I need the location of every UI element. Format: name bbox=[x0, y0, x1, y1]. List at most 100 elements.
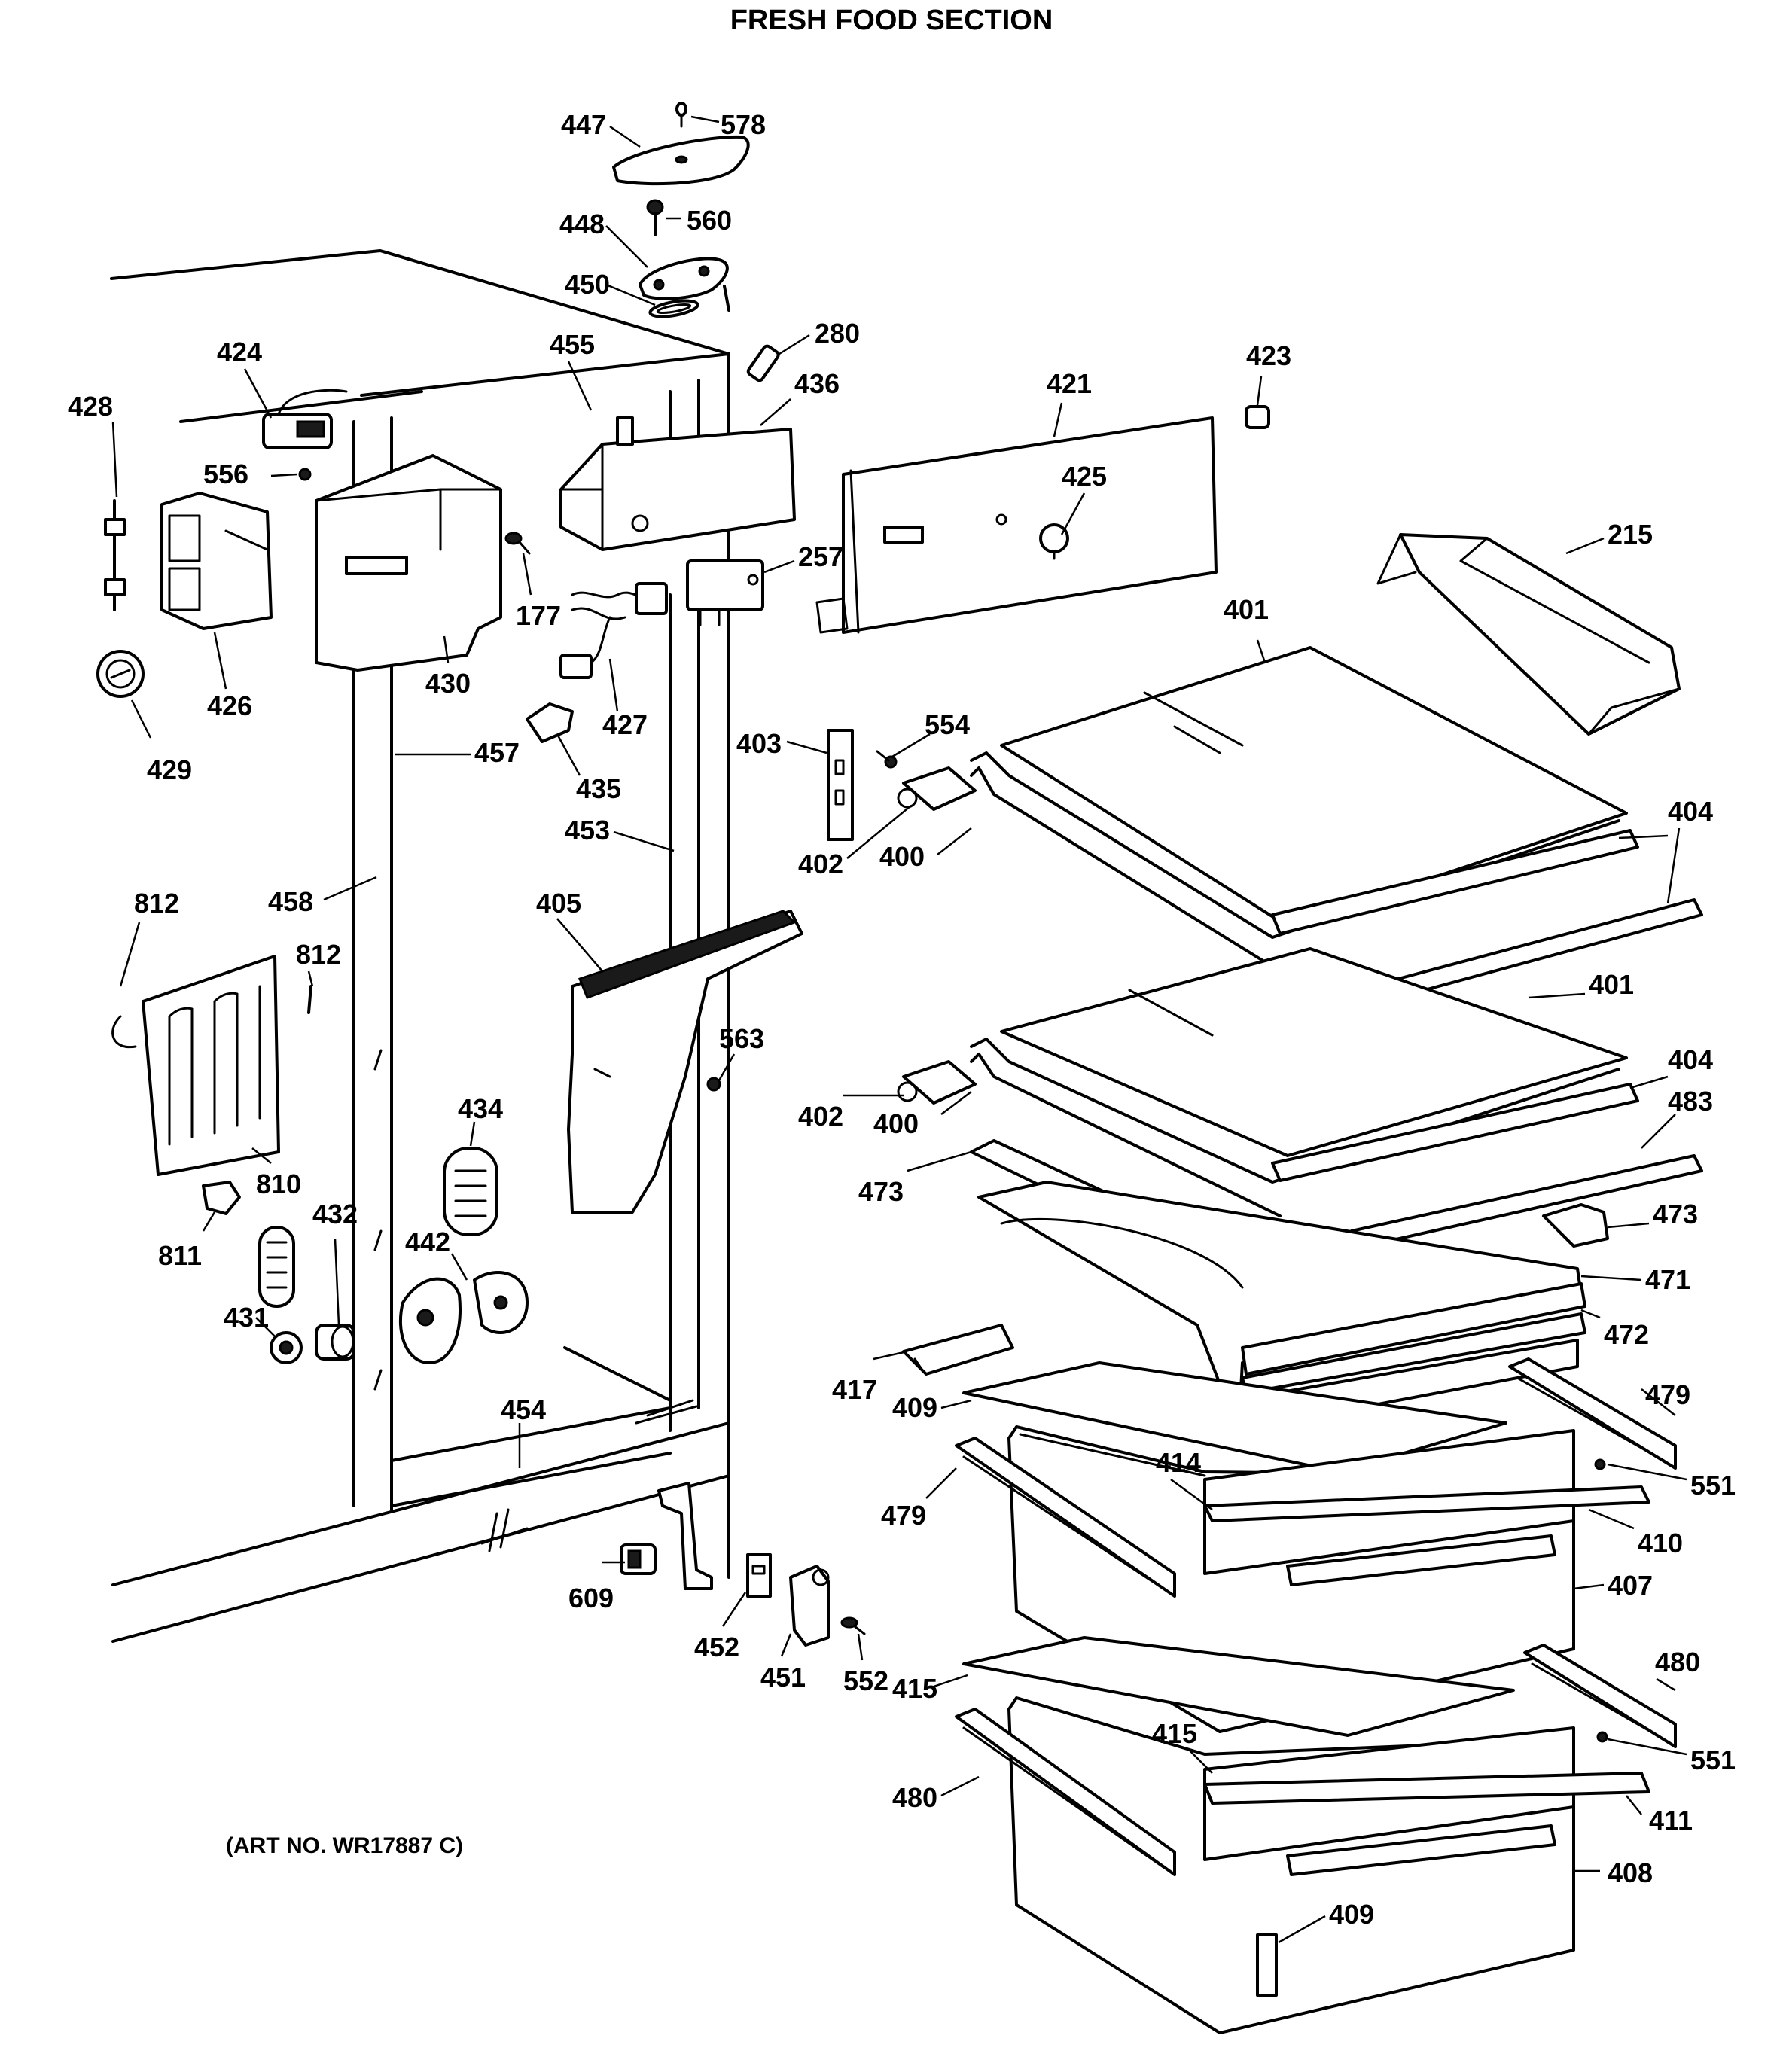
screw-554 bbox=[876, 750, 898, 769]
label-471: 471 bbox=[1645, 1264, 1690, 1295]
label-404-middle: 404 bbox=[1668, 1044, 1713, 1075]
button-434 bbox=[443, 1147, 498, 1236]
label-408: 408 bbox=[1608, 1857, 1653, 1888]
upper-shelf bbox=[897, 646, 1703, 1010]
label-609: 609 bbox=[568, 1583, 614, 1613]
shim-452 bbox=[746, 1553, 772, 1598]
timer-257 bbox=[686, 559, 764, 626]
label-479-left: 479 bbox=[881, 1500, 926, 1531]
label-429: 429 bbox=[147, 754, 192, 785]
light-socket-428 bbox=[104, 499, 126, 611]
label-812-left: 812 bbox=[134, 888, 179, 919]
label-483: 483 bbox=[1668, 1086, 1713, 1117]
knob-425 bbox=[1039, 523, 1069, 560]
label-479-right: 479 bbox=[1645, 1379, 1690, 1410]
label-454: 454 bbox=[501, 1394, 546, 1425]
label-257: 257 bbox=[798, 541, 843, 572]
label-556: 556 bbox=[203, 459, 248, 489]
screw-551-b bbox=[1596, 1731, 1608, 1743]
label-563: 563 bbox=[719, 1023, 764, 1054]
hinge-bracket-448 bbox=[639, 257, 730, 312]
label-812-right: 812 bbox=[296, 939, 341, 970]
screw-177 bbox=[504, 532, 531, 555]
label-415-right: 415 bbox=[1152, 1718, 1197, 1749]
light-lens-431 bbox=[258, 1226, 303, 1364]
bin-215 bbox=[1376, 533, 1681, 736]
label-403: 403 bbox=[736, 728, 782, 759]
label-425: 425 bbox=[1062, 461, 1107, 492]
label-455: 455 bbox=[550, 329, 595, 360]
label-402-middle: 402 bbox=[798, 1101, 843, 1132]
clip-812 bbox=[307, 985, 312, 1014]
label-554: 554 bbox=[925, 709, 970, 740]
diagram-title: FRESH FOOD SECTION bbox=[730, 5, 1053, 36]
label-434: 434 bbox=[458, 1093, 503, 1124]
label-410: 410 bbox=[1638, 1528, 1683, 1559]
mullion-cover-447 bbox=[612, 135, 750, 186]
label-400-upper: 400 bbox=[879, 841, 925, 872]
label-415-left: 415 bbox=[892, 1673, 937, 1704]
label-414: 414 bbox=[1156, 1447, 1201, 1478]
label-404-upper: 404 bbox=[1668, 796, 1713, 827]
leader-lines bbox=[111, 115, 1687, 1944]
wiring-harness-427 bbox=[559, 582, 668, 679]
screw-560 bbox=[646, 199, 664, 236]
part-labels: 447 578 448 560 450 280 423 421 424 455 … bbox=[68, 109, 1736, 1930]
label-424: 424 bbox=[217, 337, 262, 367]
cam-609 bbox=[620, 1543, 657, 1575]
label-451: 451 bbox=[760, 1662, 806, 1693]
label-215: 215 bbox=[1608, 519, 1653, 550]
label-426: 426 bbox=[207, 690, 252, 721]
label-402-upper: 402 bbox=[798, 849, 843, 879]
label-480-left: 480 bbox=[892, 1782, 937, 1813]
label-447: 447 bbox=[561, 109, 606, 140]
label-432: 432 bbox=[312, 1199, 358, 1229]
air-duct-426 bbox=[160, 492, 273, 630]
label-401-middle: 401 bbox=[1589, 969, 1634, 1000]
label-457: 457 bbox=[474, 737, 520, 768]
middle-shelf bbox=[897, 947, 1703, 1249]
screw-563 bbox=[706, 1077, 721, 1092]
label-400-middle: 400 bbox=[873, 1108, 919, 1139]
label-450: 450 bbox=[565, 269, 610, 300]
label-811: 811 bbox=[158, 1240, 202, 1271]
thermostat-811 bbox=[202, 1181, 241, 1215]
knob-429 bbox=[96, 650, 145, 698]
screw-551-a bbox=[1594, 1458, 1606, 1470]
glass-415 bbox=[962, 1636, 1515, 1737]
label-552: 552 bbox=[843, 1665, 888, 1696]
label-453: 453 bbox=[565, 815, 610, 846]
label-423: 423 bbox=[1246, 340, 1291, 371]
label-578: 578 bbox=[721, 109, 766, 140]
label-810: 810 bbox=[256, 1169, 301, 1199]
screw-556 bbox=[298, 468, 312, 481]
label-407: 407 bbox=[1608, 1570, 1653, 1601]
shim-450 bbox=[648, 299, 699, 318]
control-housing-430 bbox=[315, 454, 502, 672]
label-560: 560 bbox=[687, 205, 732, 236]
label-428: 428 bbox=[68, 391, 113, 422]
thermostat-424 bbox=[262, 388, 348, 449]
label-430: 430 bbox=[425, 668, 471, 699]
hinge-plate-right bbox=[657, 1482, 713, 1590]
slide-480-right bbox=[1523, 1644, 1677, 1748]
label-458: 458 bbox=[268, 886, 313, 917]
label-473-right: 473 bbox=[1653, 1199, 1698, 1229]
damper-442 bbox=[398, 1271, 529, 1364]
screw-552 bbox=[840, 1616, 866, 1635]
slide-479-left bbox=[955, 1437, 1176, 1598]
label-448: 448 bbox=[559, 209, 605, 239]
hinge-451 bbox=[789, 1565, 830, 1647]
light-shield-436 bbox=[559, 416, 796, 551]
label-280: 280 bbox=[815, 318, 860, 349]
label-442: 442 bbox=[405, 1226, 450, 1257]
label-551-upper: 551 bbox=[1690, 1470, 1736, 1501]
label-421: 421 bbox=[1047, 368, 1092, 399]
bracket-405 bbox=[567, 910, 803, 1214]
slide-480-left bbox=[955, 1708, 1176, 1876]
glass-409 bbox=[962, 1361, 1507, 1473]
label-405: 405 bbox=[536, 888, 581, 919]
label-480-right: 480 bbox=[1655, 1647, 1700, 1677]
socket-432 bbox=[315, 1324, 355, 1361]
